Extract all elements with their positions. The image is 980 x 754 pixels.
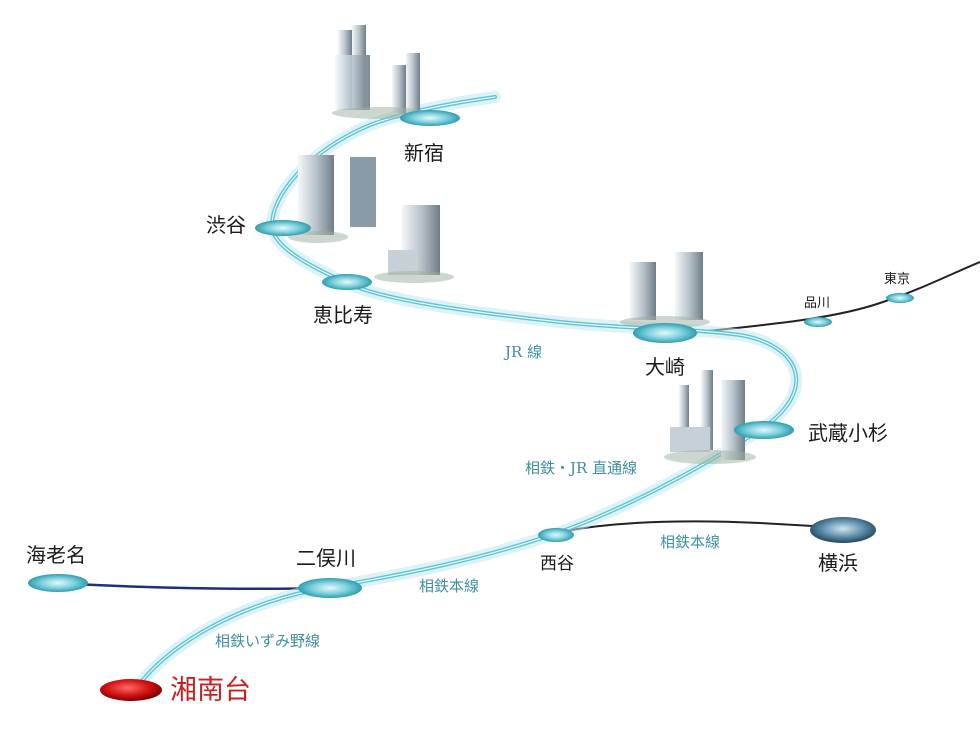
building-cluster-icon	[332, 25, 428, 119]
station-marker-musashikosugi	[734, 421, 794, 439]
building-cluster-icon	[664, 370, 756, 464]
line-label-sotetsu-izumino: 相鉄いずみ野線	[215, 632, 321, 650]
station-marker-shibuya	[255, 220, 311, 236]
station-label-shibuya: 渋谷	[206, 213, 246, 237]
station-label-ebina: 海老名	[26, 543, 86, 567]
ebina-line	[57, 581, 327, 591]
station-markers	[28, 110, 914, 701]
station-label-ebisu: 恵比寿	[313, 303, 373, 327]
station-marker-yokohama	[810, 517, 876, 543]
building-cluster-icon	[288, 155, 454, 283]
station-label-shonandai: 湘南台	[170, 675, 251, 706]
line-label-sotetsu-main-east: 相鉄本線	[660, 533, 721, 551]
station-marker-shinagawa	[804, 317, 832, 327]
station-marker-shonandai	[100, 679, 162, 701]
station-label-tokyo: 東京	[884, 272, 911, 287]
station-marker-ebina	[28, 574, 88, 592]
station-label-yokohama: 横浜	[818, 551, 858, 575]
station-marker-shinjuku	[400, 110, 460, 126]
station-marker-ebisu	[322, 274, 372, 290]
station-marker-nishiya	[538, 528, 574, 542]
station-label-shinagawa: 品川	[804, 296, 831, 311]
line-label-jr: JR 線	[505, 343, 543, 361]
station-marker-futamatagawa	[298, 578, 362, 598]
station-label-musashikosugi: 武蔵小杉	[808, 421, 888, 445]
line-label-sotetsu-jr-direct: 相鉄・JR 直通線	[525, 459, 638, 477]
station-marker-osaki	[633, 323, 697, 343]
building-cluster-icon	[620, 252, 710, 328]
station-label-osaki: 大崎	[645, 355, 685, 379]
jr-east-line	[689, 261, 980, 334]
sotetsu-main-east-line	[559, 520, 849, 533]
station-marker-tokyo	[886, 293, 914, 303]
line-label-sotetsu-main-west: 相鉄本線	[419, 577, 480, 595]
station-label-futamatagawa: 二俣川	[296, 546, 356, 570]
main-route	[129, 91, 803, 696]
station-label-nishiya: 西谷	[540, 554, 574, 574]
station-label-shinjuku: 新宿	[404, 141, 444, 165]
